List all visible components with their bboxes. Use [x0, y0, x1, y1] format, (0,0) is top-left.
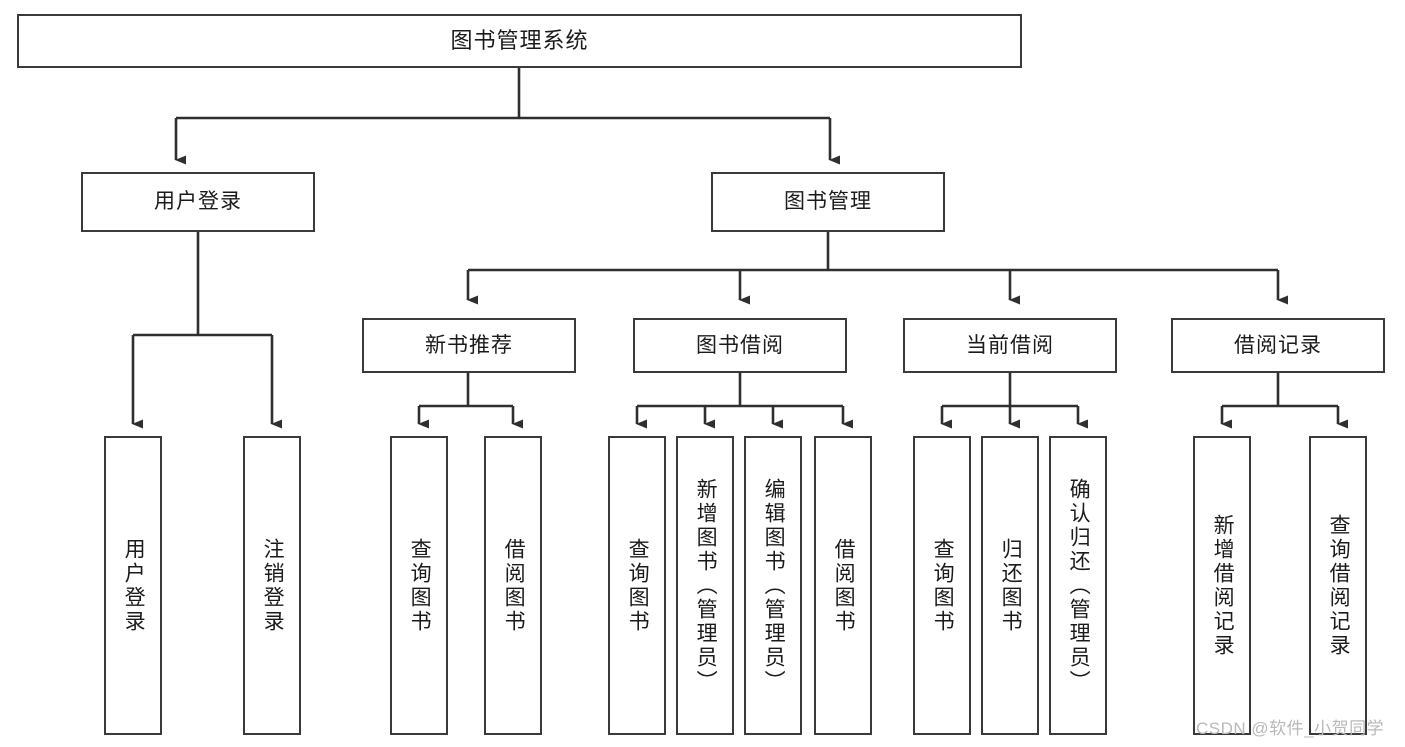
node-book-management[interactable]: 图书管理 [711, 172, 945, 232]
node-label: 归还图书 [999, 537, 1023, 634]
node-label: 图书借阅 [696, 333, 784, 357]
node-label: 查询图书 [931, 537, 955, 634]
node-label: 图书管理系统 [450, 27, 589, 53]
node-label: 借阅图书 [832, 537, 856, 634]
node-label: 新增图书（管理员） [694, 477, 718, 694]
node-current-borrow[interactable]: 当前借阅 [903, 318, 1117, 373]
leaf-borrow-borrow-book[interactable]: 借阅图书 [814, 436, 872, 735]
leaf-current-confirm-return-admin[interactable]: 确认归还（管理员） [1049, 436, 1107, 735]
node-label: 当前借阅 [966, 333, 1054, 357]
leaf-recommend-borrow-book[interactable]: 借阅图书 [484, 436, 542, 735]
leaf-user-login-logout[interactable]: 注销登录 [243, 436, 301, 735]
node-label: 用户登录 [154, 190, 242, 214]
leaf-borrow-query-book[interactable]: 查询图书 [608, 436, 666, 735]
node-label: 借阅记录 [1234, 333, 1322, 357]
leaf-user-login-login[interactable]: 用户登录 [104, 436, 162, 735]
node-label: 借阅图书 [502, 537, 526, 634]
leaf-borrow-add-book-admin[interactable]: 新增图书（管理员） [676, 436, 734, 735]
leaf-record-add-record[interactable]: 新增借阅记录 [1193, 436, 1251, 735]
node-label: 用户登录 [122, 537, 146, 634]
node-label: 确认归还（管理员） [1067, 477, 1091, 694]
node-label: 注销登录 [261, 537, 285, 634]
node-label: 查询图书 [408, 537, 432, 634]
leaf-borrow-edit-book-admin[interactable]: 编辑图书（管理员） [744, 436, 802, 735]
node-label: 新书推荐 [425, 333, 513, 357]
node-label: 图书管理 [784, 190, 872, 214]
node-label: 查询图书 [626, 537, 650, 634]
leaf-record-query-record[interactable]: 查询借阅记录 [1309, 436, 1367, 735]
leaf-current-query-book[interactable]: 查询图书 [913, 436, 971, 735]
node-borrow-record[interactable]: 借阅记录 [1171, 318, 1385, 373]
node-user-login[interactable]: 用户登录 [81, 172, 315, 232]
node-root-system[interactable]: 图书管理系统 [17, 14, 1022, 68]
csdn-watermark: CSDN @软件_小贺同学 [1196, 719, 1385, 738]
node-label: 编辑图书（管理员） [762, 477, 786, 694]
leaf-current-return-book[interactable]: 归还图书 [981, 436, 1039, 735]
node-label: 查询借阅记录 [1327, 513, 1351, 658]
leaf-recommend-query-book[interactable]: 查询图书 [390, 436, 448, 735]
node-label: 新增借阅记录 [1211, 513, 1235, 658]
node-book-borrow[interactable]: 图书借阅 [633, 318, 847, 373]
node-new-book-recommend[interactable]: 新书推荐 [362, 318, 576, 373]
